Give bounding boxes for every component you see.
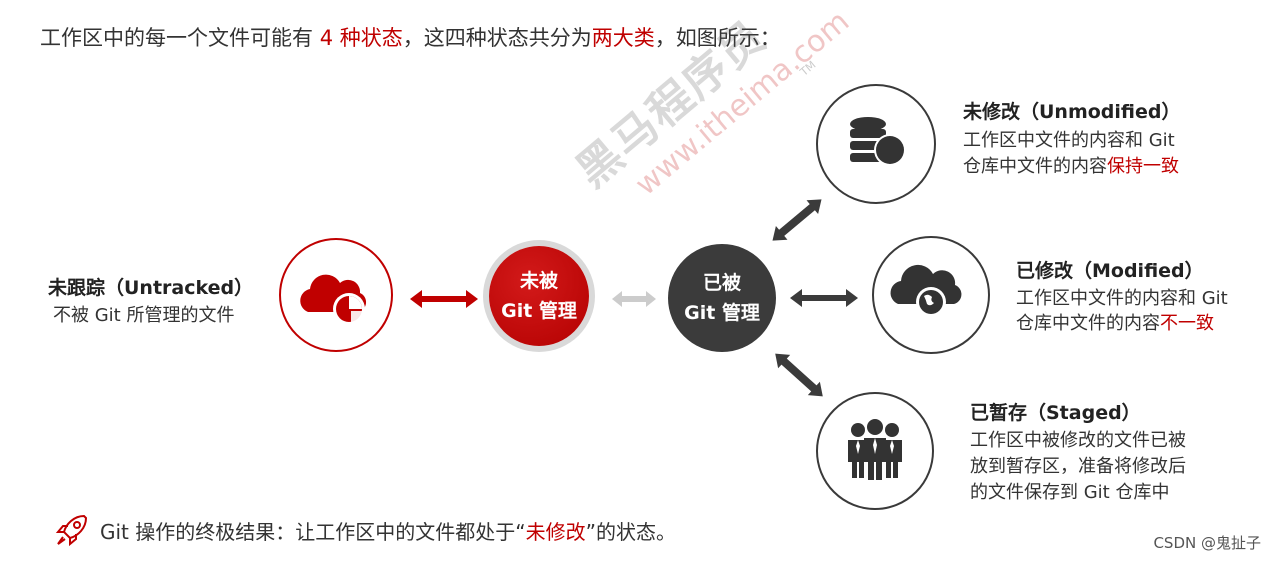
unmodified-node bbox=[816, 84, 936, 204]
managed-disc: 已被 Git 管理 bbox=[668, 244, 776, 352]
intro-text: 工作区中的每一个文件可能有 4 种状态，这四种状态共分为两大类，如图所示： bbox=[40, 26, 781, 50]
unmanaged-disc: 未被 Git 管理 bbox=[489, 246, 589, 346]
category-count: 两大类 bbox=[591, 26, 655, 50]
staged-line1: 工作区中被修改的文件已被 bbox=[970, 430, 1186, 451]
untracked-unmanaged-arrow bbox=[410, 290, 478, 308]
modified-line2: 仓库中文件的内容不一致 bbox=[1016, 313, 1214, 334]
cloud-globe-icon bbox=[890, 264, 962, 317]
footer-highlight: 未修改 bbox=[525, 520, 586, 544]
staged-line3: 的文件保存到 Git 仓库中 bbox=[970, 482, 1170, 503]
managed-unmodified-arrow bbox=[772, 199, 822, 241]
rocket-icon bbox=[55, 514, 88, 547]
staged-node bbox=[816, 392, 934, 510]
modified-node bbox=[872, 236, 990, 354]
untracked-desc: 不被 Git 所管理的文件 bbox=[53, 305, 235, 326]
credit: CSDN @鬼扯子 bbox=[1153, 534, 1261, 552]
staged-title: 已暂存（Staged） bbox=[970, 402, 1141, 424]
database-icon bbox=[850, 117, 906, 166]
team-icon bbox=[848, 419, 902, 480]
untracked-node bbox=[279, 238, 393, 352]
managed-staged-arrow bbox=[775, 353, 823, 397]
watermark-tm: TM bbox=[797, 58, 819, 79]
unmodified-line1: 工作区中文件的内容和 Git bbox=[963, 130, 1175, 151]
footer-text: Git 操作的终极结果：让工作区中的文件都处于“未修改”的状态。 bbox=[100, 520, 676, 544]
untracked-title: 未跟踪（Untracked） bbox=[48, 277, 254, 299]
modified-line1: 工作区中文件的内容和 Git bbox=[1016, 288, 1228, 309]
cloud-chart-icon bbox=[300, 274, 367, 325]
staged-line2: 放到暂存区，准备将修改后 bbox=[970, 456, 1186, 477]
unmanaged-managed-arrow bbox=[612, 291, 656, 307]
managed-modified-arrow bbox=[790, 289, 858, 307]
unmodified-title: 未修改（Unmodified） bbox=[963, 101, 1181, 123]
modified-title: 已修改（Modified） bbox=[1016, 260, 1204, 282]
unmodified-line2: 仓库中文件的内容保持一致 bbox=[963, 156, 1179, 177]
state-count: 4 种状态 bbox=[319, 26, 403, 50]
